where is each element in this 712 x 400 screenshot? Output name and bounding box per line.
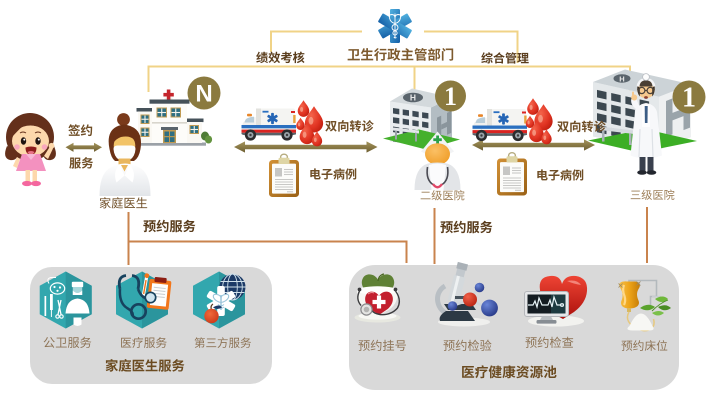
svg-text:N: N <box>195 81 212 108</box>
svg-text:H: H <box>410 93 416 103</box>
svg-text:H: H <box>619 74 624 83</box>
svg-text:1: 1 <box>444 82 457 111</box>
svg-text:1: 1 <box>682 83 696 114</box>
